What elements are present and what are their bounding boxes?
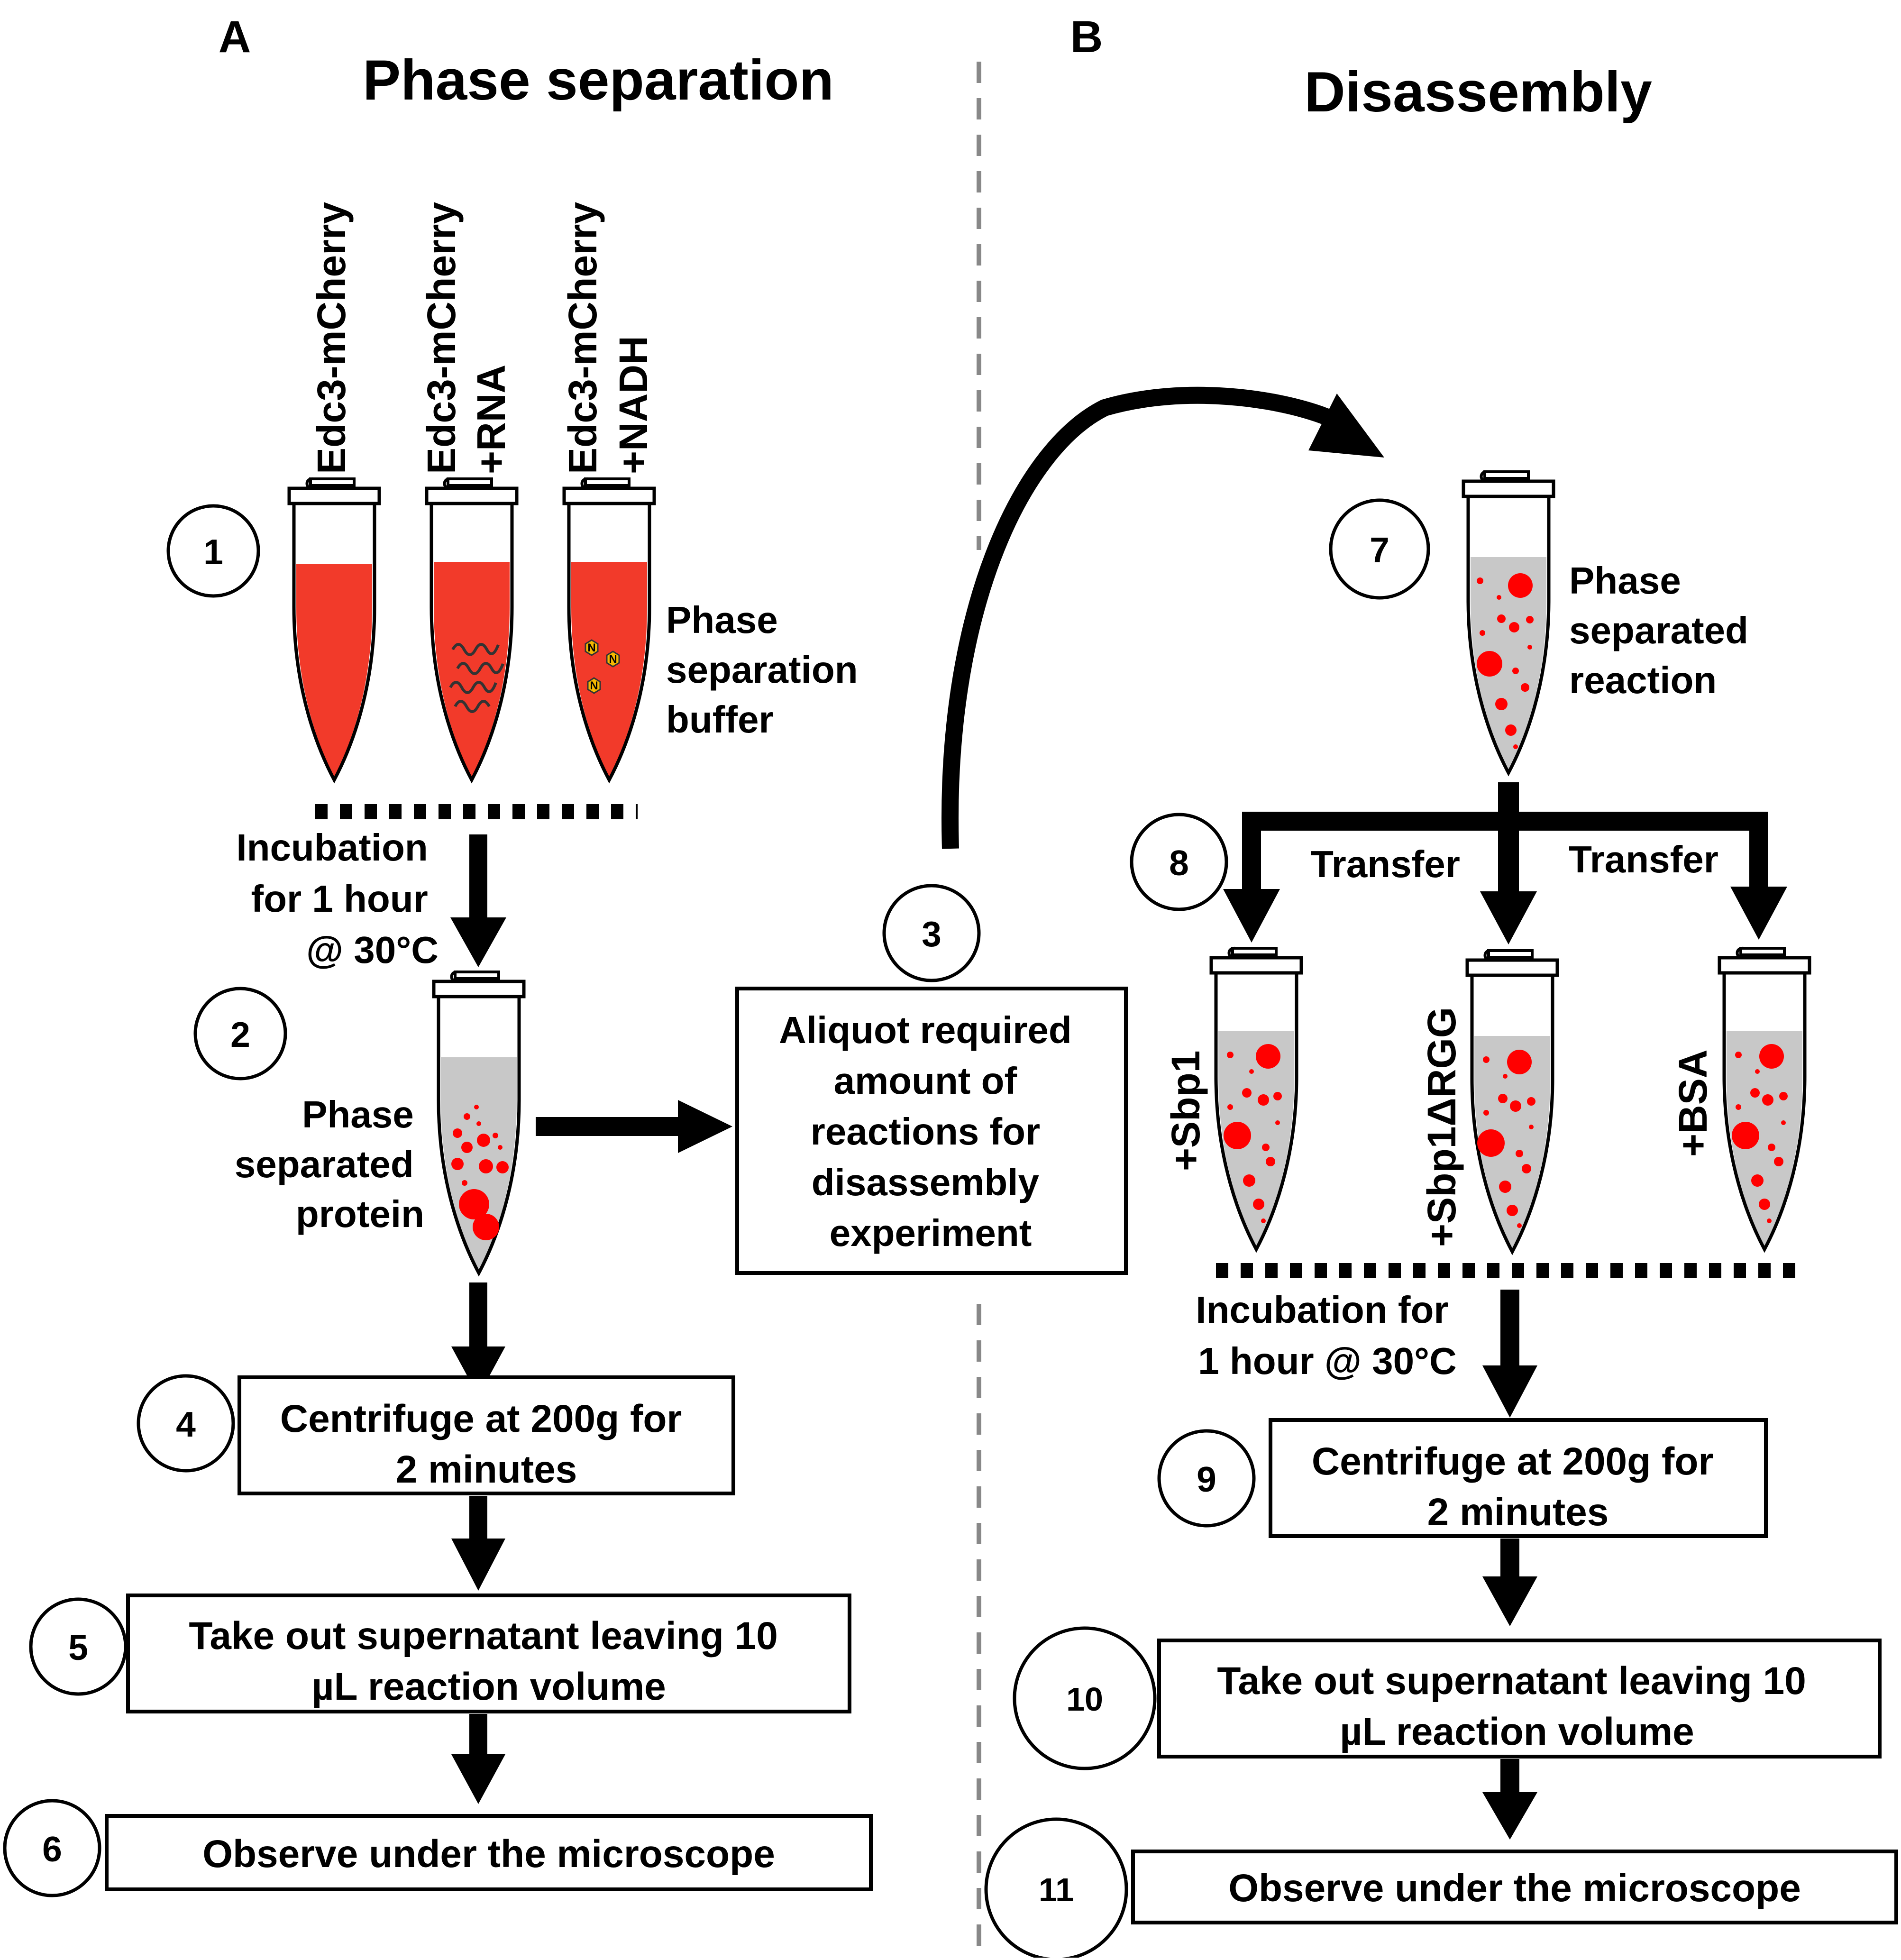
svg-text:N: N xyxy=(609,653,617,666)
tube-sbp1-drgg xyxy=(1465,951,1559,1255)
arrow-to-supernatant-b xyxy=(1482,1539,1537,1626)
curved-arrow-to-disassembly xyxy=(941,386,1384,849)
centrifuge-box-b xyxy=(1269,1418,1768,1538)
droplets xyxy=(451,1105,509,1240)
centrifuge-box-a xyxy=(238,1375,735,1495)
arrow-incubation-a xyxy=(450,834,506,967)
supernatant-text-a: Take out supernatant leaving 10 µL react… xyxy=(189,1614,788,1708)
svg-text:N: N xyxy=(590,679,598,692)
svg-text:N: N xyxy=(587,641,595,654)
sbp1-drgg-label: +Sbp1ΔRGG xyxy=(1419,1007,1464,1247)
aliquot-text: Aliquot required amount of reactions for… xyxy=(779,1009,1082,1254)
buffer-label: Phase separation buffer xyxy=(666,599,868,741)
step-7-number: 7 xyxy=(1370,530,1389,570)
incubation-label-a: Incubation for 1 hour @ 30°C xyxy=(236,826,439,971)
centrifuge-text-a: Centrifuge at 200g for 2 minutes xyxy=(280,1397,693,1491)
bsa-label: +BSA xyxy=(1671,1050,1715,1157)
panel-b-title: Disassembly xyxy=(1304,60,1652,124)
arrow-to-observe-a xyxy=(451,1714,505,1804)
arrow-to-aliquot xyxy=(536,1100,732,1153)
step-4-number: 4 xyxy=(176,1404,196,1444)
step-7-circle xyxy=(1329,498,1430,600)
tube-2 xyxy=(425,479,519,784)
step-3-number: 3 xyxy=(922,914,941,954)
aliquot-box xyxy=(735,987,1128,1275)
tube-2-additive-label: +RNA xyxy=(469,365,513,474)
droplets xyxy=(1477,1050,1535,1228)
tube-3-label: Edc3-mCherry xyxy=(560,201,605,474)
supernatant-text-b: Take out supernatant leaving 10 µL react… xyxy=(1217,1659,1817,1753)
step-6-circle xyxy=(3,1799,101,1897)
droplets xyxy=(1732,1044,1788,1223)
observe-box-b xyxy=(1131,1850,1898,1924)
step-9-number: 9 xyxy=(1197,1459,1216,1499)
step-10-circle xyxy=(1013,1626,1157,1770)
tube-3: N N N xyxy=(562,479,656,784)
step-3-circle xyxy=(882,884,981,982)
rna-squiggle-icon xyxy=(449,643,504,713)
step-1-circle xyxy=(166,504,260,598)
arrow-to-observe-b xyxy=(1482,1759,1537,1840)
step-6-number: 6 xyxy=(42,1829,62,1869)
arrow-to-centrifuge-b xyxy=(1482,1290,1537,1418)
supernatant-box-b xyxy=(1157,1639,1882,1759)
step-2-circle xyxy=(193,987,287,1081)
tube-1-label: Edc3-mCherry xyxy=(309,201,354,474)
panel-a-title: Phase separation xyxy=(363,48,834,112)
tube-sbp1 xyxy=(1209,948,1303,1253)
arrow-to-supernatant-a xyxy=(451,1496,505,1591)
step-5-number: 5 xyxy=(68,1628,88,1667)
observe-text-b: Observe under the microscope xyxy=(1228,1867,1801,1910)
incubation-label-b: Incubation for 1 hour @ 30°C xyxy=(1196,1289,1459,1382)
droplets xyxy=(1477,573,1534,749)
panel-b-letter: B xyxy=(1070,12,1103,62)
reaction-label: Phase separated reaction xyxy=(1569,559,1759,701)
step-9-circle xyxy=(1157,1429,1256,1528)
droplets xyxy=(1224,1044,1282,1223)
step-2-number: 2 xyxy=(230,1015,250,1054)
tube-phase-separated-protein xyxy=(432,972,526,1277)
observe-box-a xyxy=(105,1814,873,1891)
tube-1 xyxy=(287,479,381,784)
tube-2-label: Edc3-mCherry xyxy=(419,201,464,474)
tube-bsa xyxy=(1718,948,1811,1253)
panel-a-letter: A xyxy=(219,12,251,62)
arrow-to-centrifuge-a xyxy=(451,1282,505,1396)
step-4-circle xyxy=(137,1374,235,1473)
centrifuge-text-b: Centrifuge at 200g for 2 minutes xyxy=(1312,1440,1724,1534)
step-5-circle xyxy=(29,1597,128,1696)
observe-text-a: Observe under the microscope xyxy=(202,1832,775,1876)
protein-label: Phase separated protein xyxy=(235,1093,424,1235)
supernatant-box-a xyxy=(126,1594,851,1713)
nadh-molecule-icon: N N N xyxy=(585,639,620,694)
step-11-number: 11 xyxy=(1039,1871,1074,1908)
transfer-label-right: Transfer xyxy=(1569,838,1718,880)
tube-phase-separated-reaction xyxy=(1462,472,1555,777)
step-8-circle xyxy=(1130,813,1228,911)
step-10-number: 10 xyxy=(1066,1681,1103,1718)
sbp1-label: +Sbp1 xyxy=(1163,1051,1208,1171)
transfer-label-left: Transfer xyxy=(1310,843,1460,885)
step-1-number: 1 xyxy=(203,532,223,572)
branch-arrows xyxy=(1223,782,1787,944)
tube-3-additive-label: +NADH xyxy=(611,336,656,474)
step-8-number: 8 xyxy=(1169,843,1189,883)
